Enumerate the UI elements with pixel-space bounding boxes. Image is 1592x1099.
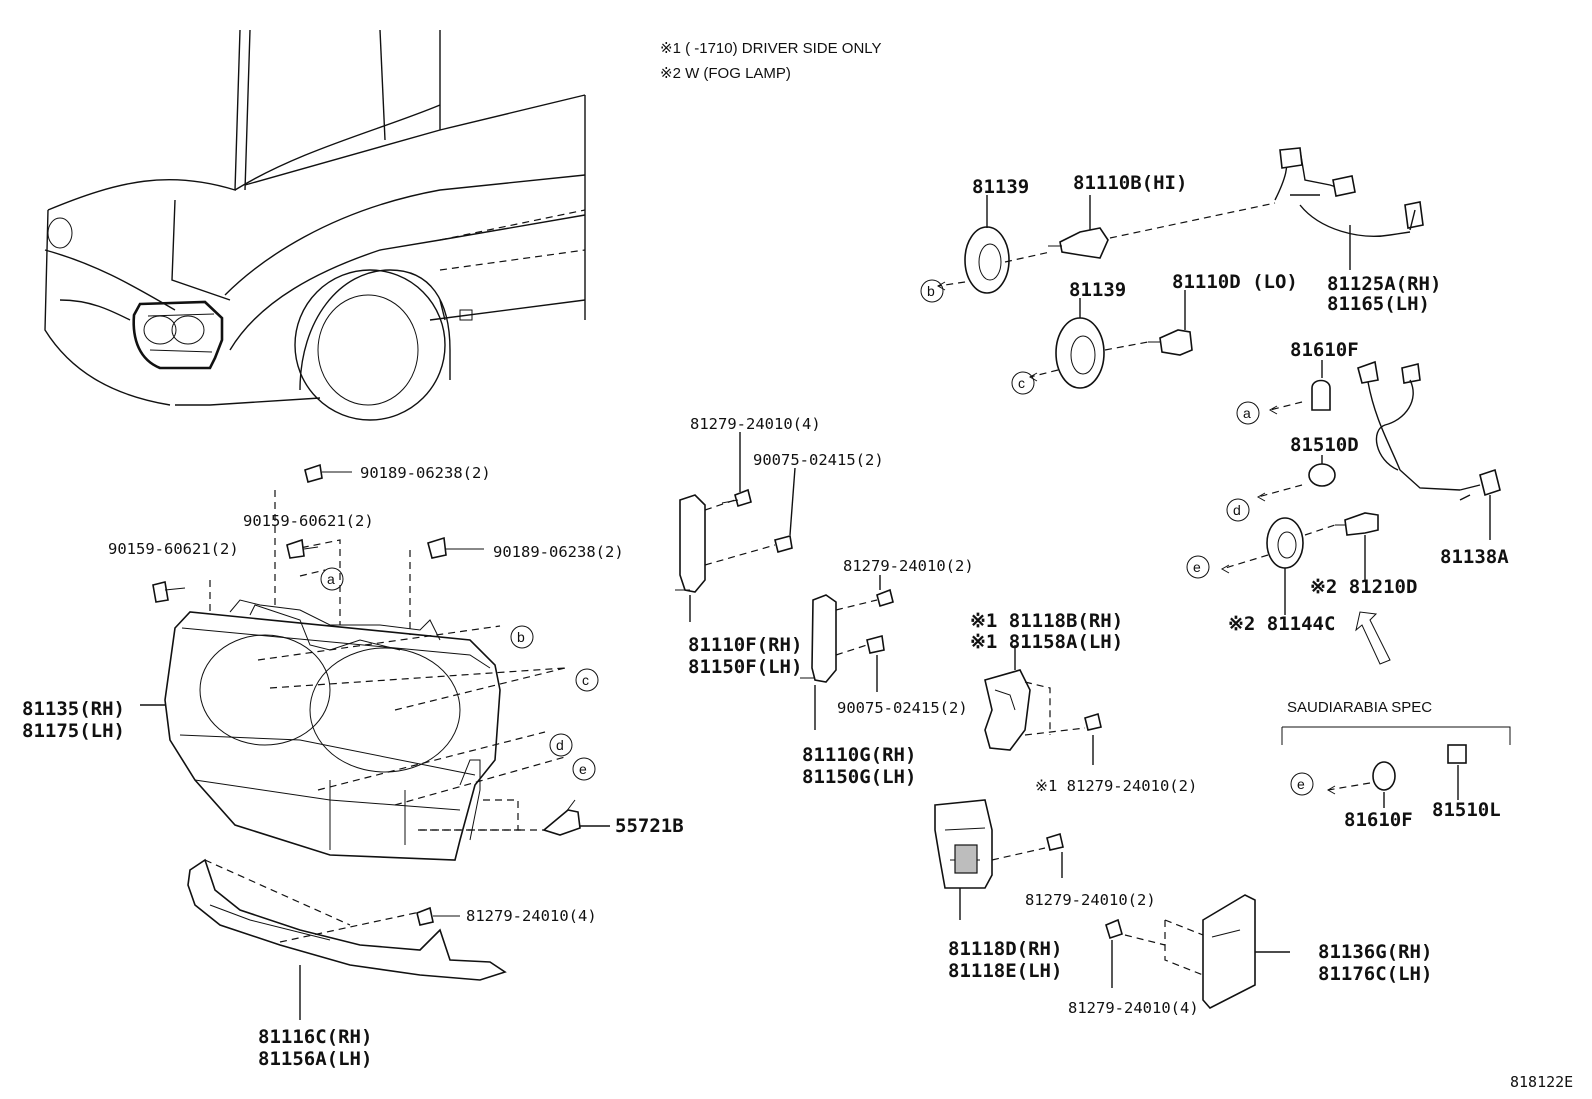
svg-text:b: b	[517, 629, 525, 645]
svg-text:e: e	[579, 761, 587, 777]
part-81110d: 81110D (LO)	[1172, 271, 1298, 293]
part-81118e: 81118E(LH)	[948, 960, 1062, 982]
part-81136g: 81136G(RH)	[1318, 941, 1432, 963]
fastener-screws-main	[152, 463, 484, 603]
part-81118b: ※1 81118B(RH)	[970, 610, 1123, 632]
vehicle-illustration	[44, 29, 586, 421]
part-81510l: 81510L	[1432, 799, 1501, 821]
svg-text:c: c	[582, 672, 589, 688]
part-81139-top: 81139	[972, 176, 1029, 198]
callout-e-saudi: e	[1290, 772, 1314, 796]
svg-text:d: d	[1233, 502, 1241, 518]
part-81110g: 81110G(RH)	[802, 744, 916, 766]
part-81158a: ※1 81158A(LH)	[970, 631, 1123, 653]
svg-text:c: c	[1018, 375, 1025, 391]
headlamp-assembly	[164, 599, 501, 861]
part-81150f: 81150F(LH)	[688, 656, 802, 678]
part-90075-02415-top: 90075-02415(2)	[753, 451, 884, 469]
part-81135: 81135(RH)	[22, 698, 125, 720]
diagram-ref-code: 818122E	[1510, 1073, 1573, 1091]
callout-b-bulb: b	[920, 279, 944, 303]
main-leaders	[140, 490, 610, 831]
notes: ※1 ( -1710) DRIVER SIDE ONLY ※2 W (FOG L…	[660, 40, 1573, 1091]
callout-d-main: d	[549, 733, 573, 757]
part-81279-24010-2-low: 81279-24010(2)	[1025, 891, 1156, 909]
callout-e-main: e	[572, 757, 596, 781]
svg-text:e: e	[1297, 776, 1305, 792]
part-81116c: 81116C(RH)	[258, 1026, 372, 1048]
part-81165: 81165(LH)	[1327, 293, 1430, 315]
harness-81125a	[1274, 147, 1424, 270]
part-81118d: 81118D(RH)	[948, 938, 1062, 960]
saudi-spec-group	[1281, 726, 1511, 808]
side-marker-81110g	[800, 575, 894, 730]
bracket-55721b	[542, 799, 581, 836]
callout-c-bulb: c	[1011, 371, 1035, 395]
housing-81118d	[934, 799, 1064, 920]
svg-text:b: b	[927, 283, 935, 299]
part-81150g: 81150G(LH)	[802, 766, 916, 788]
cover-81118b	[984, 645, 1102, 765]
part-labels: 81139 81110B(HI) 81125A(RH) 81165(LH) 81…	[22, 172, 1509, 1070]
part-81279-24010-2-mid: 81279-24010(2)	[843, 557, 974, 575]
part-81156a: 81156A(LH)	[258, 1048, 372, 1070]
callout-d-bulb: d	[1226, 498, 1250, 522]
callout-a-bulb: a	[1236, 401, 1260, 425]
part-81279-24010-4-low: 81279-24010(4)	[1068, 999, 1199, 1017]
lower-stay	[187, 858, 507, 1020]
part-81125a: 81125A(RH)	[1327, 273, 1441, 295]
part-81279-24010-4-top: 81279-24010(4)	[690, 415, 821, 433]
part-81279-24010-4-left: 81279-24010(4)	[466, 907, 597, 925]
reflector-81136g	[1105, 894, 1290, 1009]
part-81110b: 81110B(HI)	[1073, 172, 1187, 194]
callout-e-bulb: e	[1186, 555, 1210, 579]
part-55721b: 55721B	[615, 815, 684, 837]
svg-text:d: d	[556, 737, 564, 753]
part-81279-24010-note1: ※1 81279-24010(2)	[1035, 777, 1197, 795]
note-driver-side: ※1 ( -1710) DRIVER SIDE ONLY	[660, 40, 882, 57]
part-81176c: 81176C(LH)	[1318, 963, 1432, 985]
part-81210d: ※2 81210D	[1310, 576, 1417, 598]
part-81510d: 81510D	[1290, 434, 1359, 456]
harness-81138a	[1357, 360, 1501, 540]
note-fog-lamp: ※2 W (FOG LAMP)	[660, 65, 791, 82]
bulbs-right	[1220, 360, 1391, 665]
part-81138a: 81138A	[1440, 546, 1509, 568]
bulbs-hi-lo	[936, 195, 1276, 389]
callout-letters: a b c d e b c a d e e	[320, 279, 1314, 796]
part-81175: 81175(LH)	[22, 720, 125, 742]
part-90189-06238-b: 90189-06238(2)	[493, 543, 624, 561]
svg-text:e: e	[1193, 559, 1201, 575]
part-81610f-top: 81610F	[1290, 339, 1359, 361]
side-marker-81110f	[675, 432, 796, 622]
callout-a-main: a	[320, 567, 344, 591]
part-90159-60621-a: 90159-60621(2)	[243, 512, 374, 530]
part-81139-mid: 81139	[1069, 279, 1126, 301]
part-90189-06238-a: 90189-06238(2)	[360, 464, 491, 482]
part-81610f-bottom: 81610F	[1344, 809, 1413, 831]
part-90159-60621-b: 90159-60621(2)	[108, 540, 239, 558]
callout-b-main: b	[510, 625, 534, 649]
part-81110f: 81110F(RH)	[688, 634, 802, 656]
part-81144c: ※2 81144C	[1228, 613, 1335, 635]
saudi-spec-label: SAUDIARABIA SPEC	[1287, 699, 1432, 716]
svg-text:a: a	[1243, 405, 1251, 421]
callout-c-main: c	[575, 668, 599, 692]
part-90075-02415-mid: 90075-02415(2)	[837, 699, 968, 717]
svg-text:a: a	[327, 571, 335, 587]
